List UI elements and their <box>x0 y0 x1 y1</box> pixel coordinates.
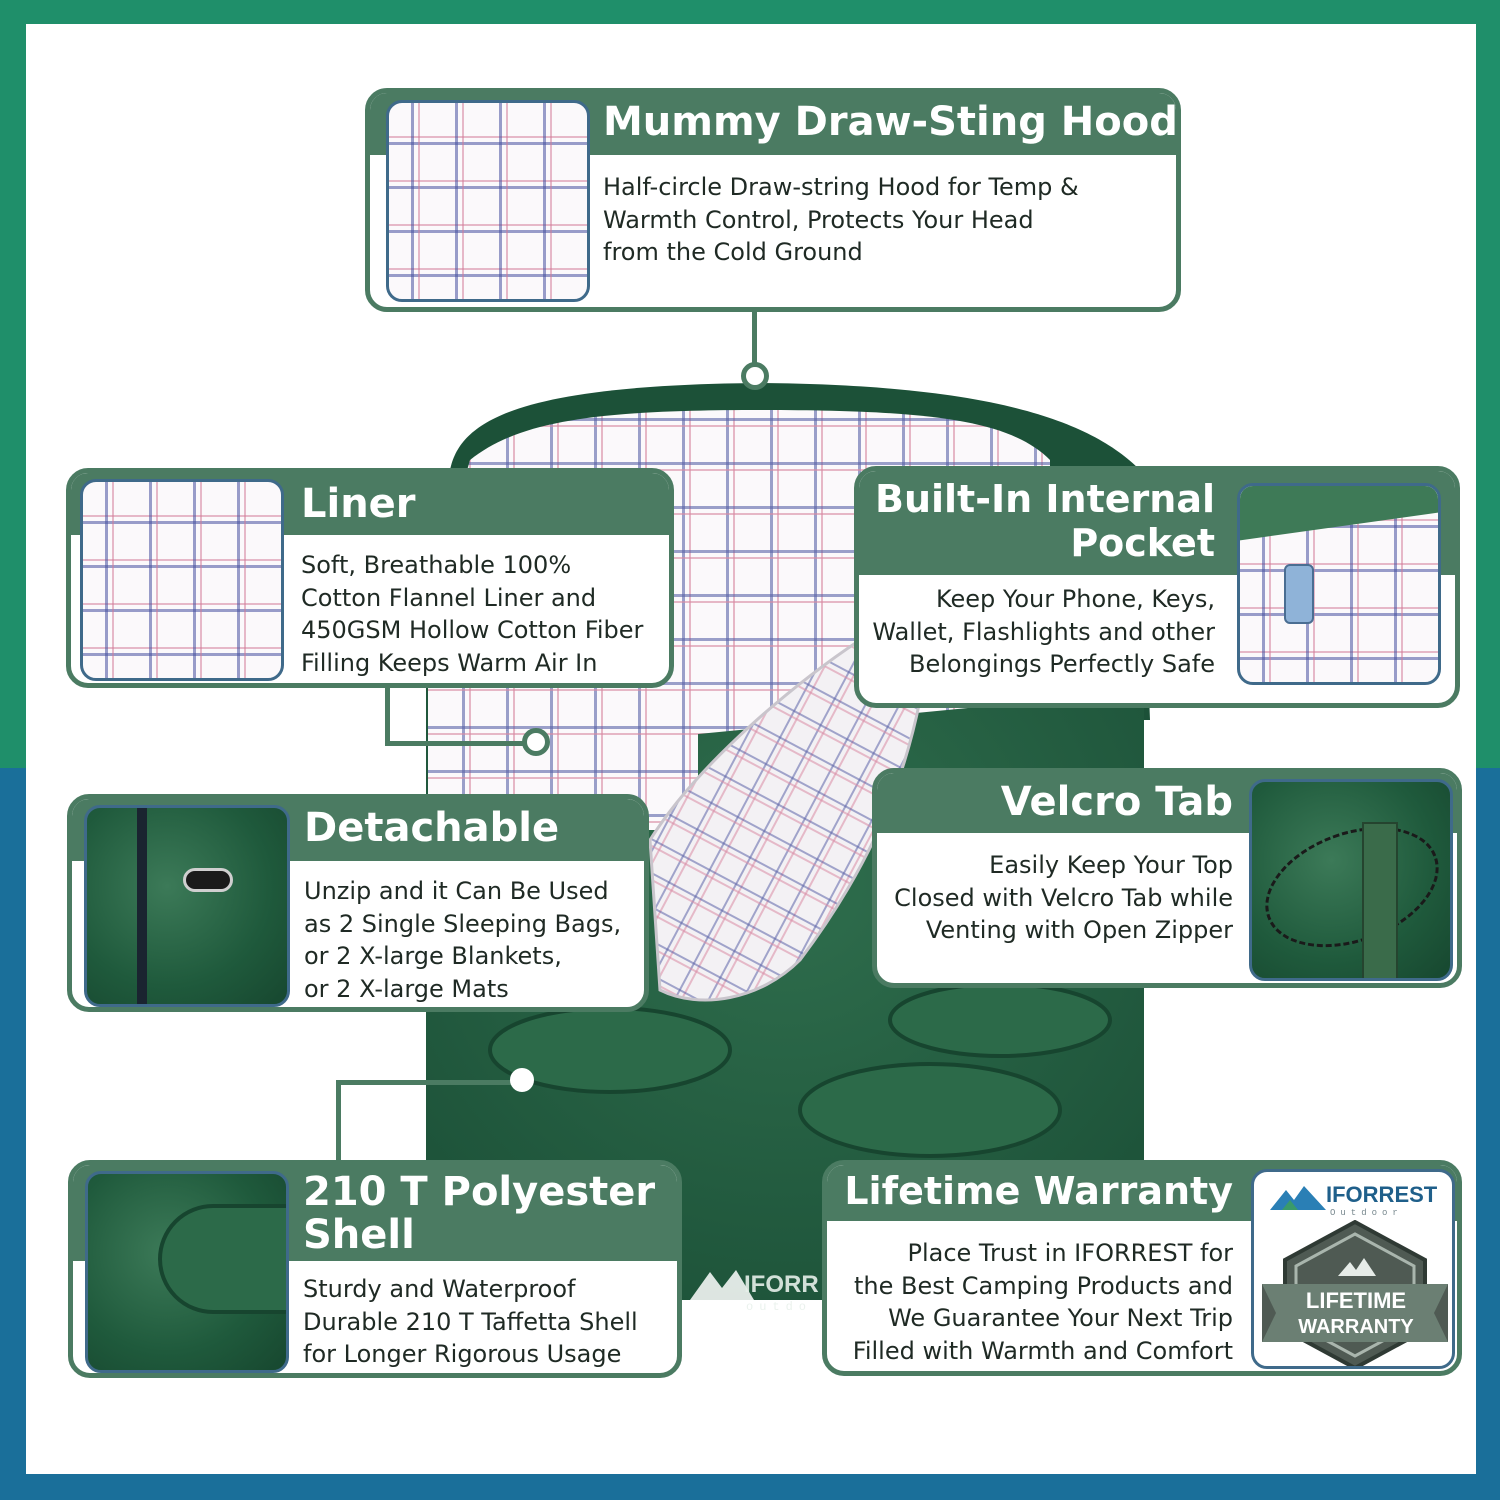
detachable-card-title: Detachable <box>304 805 560 851</box>
liner-card-body: Soft, Breathable 100% Cotton Flannel Lin… <box>301 549 669 679</box>
zipper-icon <box>183 868 233 892</box>
pocket-line: Belongings Perfectly Safe <box>909 650 1215 678</box>
liner-connector-dot <box>522 728 550 756</box>
shell-line: Sturdy and Waterproof <box>303 1275 576 1303</box>
pocket-title-line: Built-In Internal <box>874 477 1215 521</box>
warranty-card-title: Lifetime Warranty <box>844 1169 1233 1213</box>
warranty-badge-icon <box>1262 1220 1448 1366</box>
shell-card-body: Sturdy and Waterproof Durable 210 T Taff… <box>303 1273 673 1371</box>
shell-line: for Longer Rigorous Usage <box>303 1340 622 1368</box>
shell-connector-v <box>336 1080 341 1164</box>
shell-baffle <box>158 1204 286 1314</box>
shell-line: Durable 210 T Taffetta Shell <box>303 1307 638 1336</box>
detachable-card-body: Unzip and it Can Be Used as 2 Single Sle… <box>304 875 644 1005</box>
liner-card: Liner Soft, Breathable 100% Cotton Flann… <box>66 468 674 688</box>
drawcord-icon <box>1252 804 1450 970</box>
pocket-card-body: Keep Your Phone, Keys, Wallet, Flashligh… <box>869 583 1215 681</box>
detachable-line: Unzip and it Can Be Used <box>304 877 609 905</box>
shell-card: 210 T Polyester Shell Sturdy and Waterpr… <box>68 1160 682 1378</box>
velcro-thumbnail <box>1249 779 1453 981</box>
warranty-line: the Best Camping Products and <box>853 1271 1233 1300</box>
detachable-line: or 2 X-large Blankets, <box>304 942 562 970</box>
hood-line: Half-circle Draw-string Hood for Temp & <box>603 173 1079 201</box>
warranty-badge-bottom: WARRANTY <box>1298 1316 1414 1338</box>
hood-card-body: Half-circle Draw-string Hood for Temp & … <box>603 171 1143 269</box>
liner-thumbnail <box>80 479 284 681</box>
shell-thumbnail <box>85 1171 289 1373</box>
velcro-line: Closed with Velcro Tab while <box>894 883 1233 912</box>
warranty-logo-brand: IFORREST <box>1326 1182 1438 1207</box>
warranty-card-body: Place Trust in IFORREST for the Best Cam… <box>837 1237 1233 1367</box>
shell-connector-dot <box>510 1068 534 1092</box>
hood-thumbnail-rim <box>389 103 587 183</box>
detachable-card: Detachable Unzip and it Can Be Used as 2… <box>67 794 649 1012</box>
pocket-line: Keep Your Phone, Keys, <box>935 585 1215 613</box>
pocket-card-title: Built-In Internal Pocket <box>869 477 1215 565</box>
hood-card: Mummy Draw-Sting Hood Half-circle Draw-s… <box>365 88 1181 312</box>
pocket-thumbnail-fabric <box>1240 486 1438 543</box>
velcro-strap <box>1362 822 1398 978</box>
velcro-card: Velcro Tab Easily Keep Your Top Closed w… <box>872 768 1462 988</box>
warranty-line: Filled with Warmth and Comfort <box>852 1336 1233 1365</box>
shell-card-title: 210 T Polyester Shell <box>303 1171 655 1257</box>
pocket-thumbnail <box>1237 483 1441 685</box>
liner-line: Filling Keeps Warm Air In <box>301 648 598 677</box>
velcro-card-body: Easily Keep Your Top Closed with Velcro … <box>887 849 1233 947</box>
liner-line: Soft, Breathable 100% <box>301 551 572 579</box>
warranty-line: We Guarantee Your Next Trip <box>888 1304 1233 1332</box>
zipper-track <box>137 808 147 1004</box>
hood-connector-dot <box>741 362 769 390</box>
shell-title-line: 210 T Polyester <box>303 1169 656 1215</box>
liner-line: Cotton Flannel Liner and <box>301 583 597 612</box>
warranty-badge-panel: IFORREST Outdoor LIFETIME WARRANTY <box>1251 1169 1455 1369</box>
pocket-title-line: Pocket <box>1070 521 1215 565</box>
hood-connector <box>752 308 757 368</box>
detachable-line: as 2 Single Sleeping Bags, <box>304 909 622 938</box>
hood-line: from the Cold Ground <box>603 238 863 266</box>
hood-thumbnail <box>386 100 590 302</box>
warranty-badge-top: LIFETIME <box>1305 1288 1407 1313</box>
detachable-thumbnail <box>84 805 290 1007</box>
velcro-line: Easily Keep Your Top <box>989 851 1233 879</box>
shell-connector-h <box>336 1080 516 1085</box>
hood-line: Warmth Control, Protects Your Head <box>603 205 1034 234</box>
velcro-line: Venting with Open Zipper <box>925 916 1233 944</box>
pocket-card: Built-In Internal Pocket Keep Your Phone… <box>854 466 1460 708</box>
warranty-card: Lifetime Warranty Place Trust in IFORRES… <box>822 1160 1462 1376</box>
pocket-line: Wallet, Flashlights and other <box>872 617 1215 646</box>
velcro-card-title: Velcro Tab <box>1000 779 1233 825</box>
detachable-line: or 2 X-large Mats <box>304 974 509 1003</box>
phone-icon <box>1284 564 1314 624</box>
liner-connector-h <box>385 741 525 746</box>
warranty-logo-mountain-icon <box>1270 1186 1326 1210</box>
liner-card-title: Liner <box>301 481 416 527</box>
liner-line: 450GSM Hollow Cotton Fiber <box>301 616 644 644</box>
liner-connector-v <box>385 686 390 746</box>
hood-card-title: Mummy Draw-Sting Hood <box>603 99 1178 145</box>
warranty-logo-sub: Outdoor <box>1330 1208 1403 1218</box>
shell-title-line: Shell <box>303 1212 415 1258</box>
warranty-line: Place Trust in IFORREST for <box>907 1239 1233 1267</box>
